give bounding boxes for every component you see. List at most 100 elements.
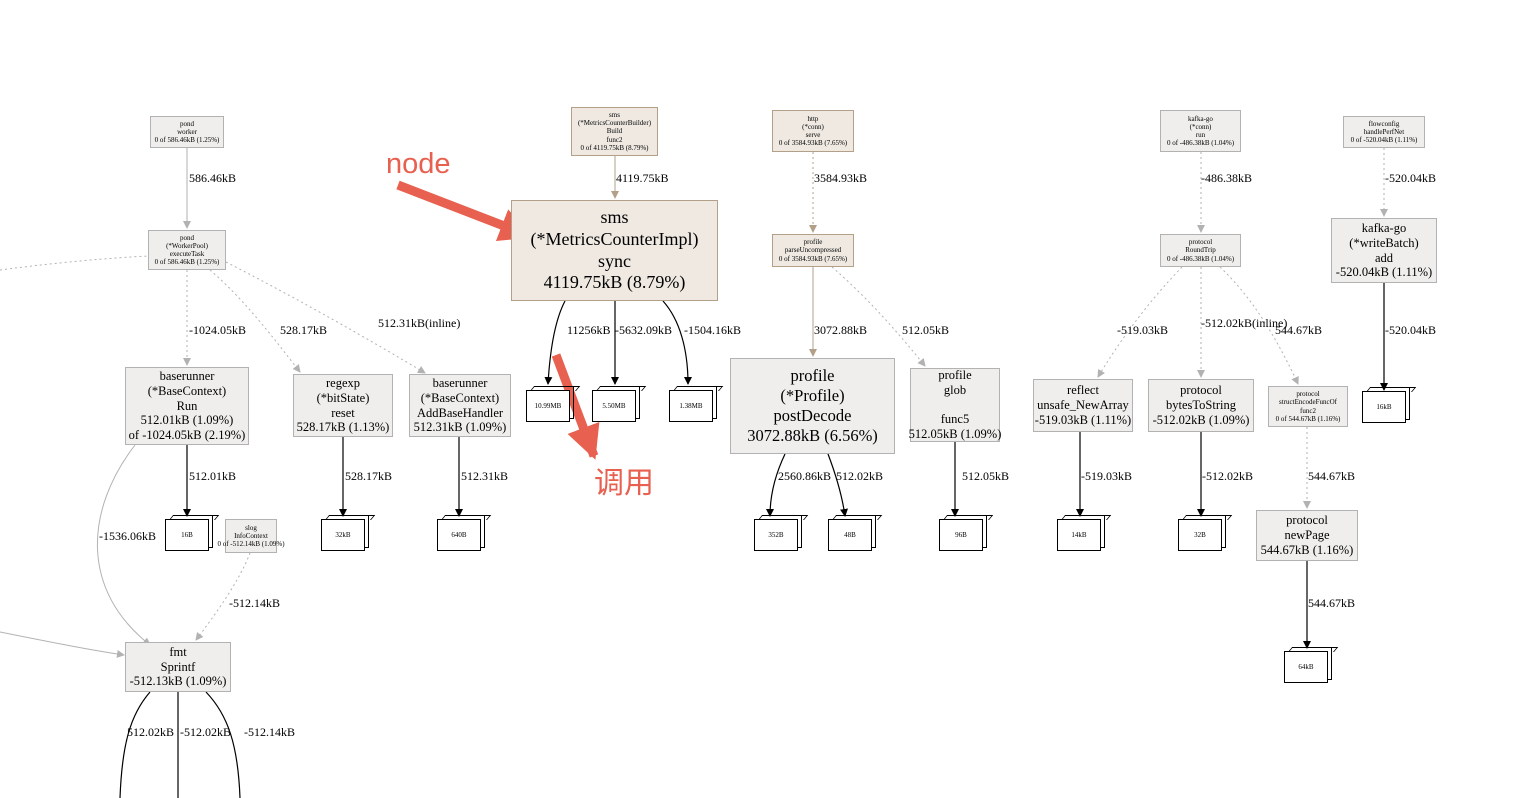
edge-execute-addbase [225, 261, 426, 374]
edge-label-roundtrip-reflect: -519.03kB [1117, 323, 1168, 337]
annotation-node-label: node [386, 148, 451, 180]
edge-label-pond-regexp: 528.17kB [280, 323, 328, 337]
line: func2 [1300, 406, 1316, 415]
line: protocol [1180, 383, 1222, 398]
line: 0 of 3584.93kB (7.65%) [778, 139, 848, 148]
leaf-bytestostring[interactable]: 32B [1178, 516, 1226, 551]
edge-label-roundtrip-struct: 544.67kB [1275, 323, 1323, 337]
edge-label-sync-c: -1504.16kB [684, 323, 741, 337]
line: parseUncompressed [784, 246, 842, 255]
edge-label-postdecode-a: 2560.86kB [778, 469, 832, 483]
line: func5 [940, 412, 970, 427]
edge-label-roundtrip-bytes: -512.02kB(inline) [1201, 316, 1287, 331]
edge-label-postdecode-b: 512.02kB [836, 469, 884, 483]
edge-label-sms-build: 4119.75kB [616, 171, 669, 185]
edge-label-writebatch-leaf: -520.04kB [1385, 323, 1436, 337]
edge-postdecode-leaf-b [827, 453, 848, 517]
leaf-reflect[interactable]: 14kB [1057, 516, 1105, 551]
edge-baserunner-fmt [97, 444, 151, 646]
leaf-regexp[interactable]: 32kB [321, 516, 369, 551]
line: 0 of 586.46kB (1.25%) [154, 136, 220, 145]
edge-label-parse-postdecode: 3072.88kB [814, 323, 868, 337]
line: (*BaseContext) [420, 390, 500, 405]
line: (*bitState) [316, 390, 370, 405]
line: profile [790, 365, 835, 385]
edge-label-pond-addbase: 512.31kB(inline) [378, 316, 460, 331]
edge-label-newpage-leaf: 544.67kB [1308, 596, 1356, 610]
leaf-kafka-writebatch[interactable]: 16kB [1362, 388, 1410, 423]
line: slog [245, 523, 257, 532]
line: sms [609, 111, 620, 120]
node-kafka-writebatch[interactable]: kafka-go(*writeBatch)add-520.04kB (1.11%… [1331, 218, 1437, 283]
line: executeTask [169, 250, 205, 258]
line: newPage [1284, 528, 1330, 543]
line: (*writeBatch) [1349, 235, 1419, 250]
line: (inline) [1252, 316, 1288, 330]
leaf-sms-c[interactable]: 1.38MB [669, 387, 717, 422]
line: unsafe_NewArray [1037, 398, 1129, 413]
leaf-postdecode-a[interactable]: 352B [754, 516, 802, 551]
line: 0 of -486.38kB (1.04%) [1166, 139, 1235, 148]
leaf-newpage[interactable]: 64kB [1284, 648, 1332, 683]
line: (*conn) [802, 122, 824, 131]
line: 3072.88kB (6.56%) [747, 426, 878, 446]
annotation-node-arrow [396, 180, 534, 242]
line: (*BaseContext) [147, 383, 227, 398]
line: add [1374, 250, 1394, 265]
edge-label-fmt-a: 512.02kB [127, 725, 175, 739]
line: (*MetricsCounterImpl) [530, 228, 699, 249]
edge-roundtrip-reflect [1097, 266, 1183, 378]
leaf-baserunner-run[interactable]: 16B [165, 516, 213, 551]
leaf-sms-a[interactable]: 10.99MB [526, 387, 574, 422]
line: 512.01kB (1.09%) [140, 413, 234, 428]
line: serve [805, 131, 821, 139]
line: (*Profile) [780, 385, 845, 405]
line: protocol [1188, 238, 1213, 247]
leaf-glob[interactable]: 96B [939, 516, 987, 551]
leaf-sms-b[interactable]: 5.50MB [592, 387, 640, 422]
edge-label-baserunner-fmt: -1536.06kB [99, 529, 156, 543]
line: -520.04kB (1.11%) [1335, 265, 1433, 280]
line: profile [803, 238, 823, 247]
line: baserunner [159, 369, 215, 384]
line: 512.05kB (1.09%) [908, 427, 1002, 442]
line: 528.17kB (1.13%) [296, 420, 390, 435]
line: (*WorkerPool) [166, 241, 208, 250]
line: 0 of -512.14kB (1.09%) [217, 540, 285, 549]
line: kafka-go [1188, 114, 1213, 123]
line: sms [600, 206, 629, 227]
edge-offscreen-execute [0, 255, 149, 271]
line: AddBaseHandler [416, 405, 504, 420]
line: structEncodeFuncOf [1279, 398, 1337, 407]
line [953, 398, 956, 413]
line: (inline) [425, 316, 461, 330]
leaf-addbasehandler[interactable]: 640B [437, 516, 485, 551]
line: -512.02kB [1201, 316, 1252, 330]
leaf-postdecode-b[interactable]: 48B [828, 516, 876, 551]
line: handlePerfNet [1363, 127, 1405, 136]
line: of -1024.05kB (2.19%) [128, 428, 246, 443]
line: bytesToString [1166, 398, 1236, 413]
line: regexp [325, 376, 360, 390]
